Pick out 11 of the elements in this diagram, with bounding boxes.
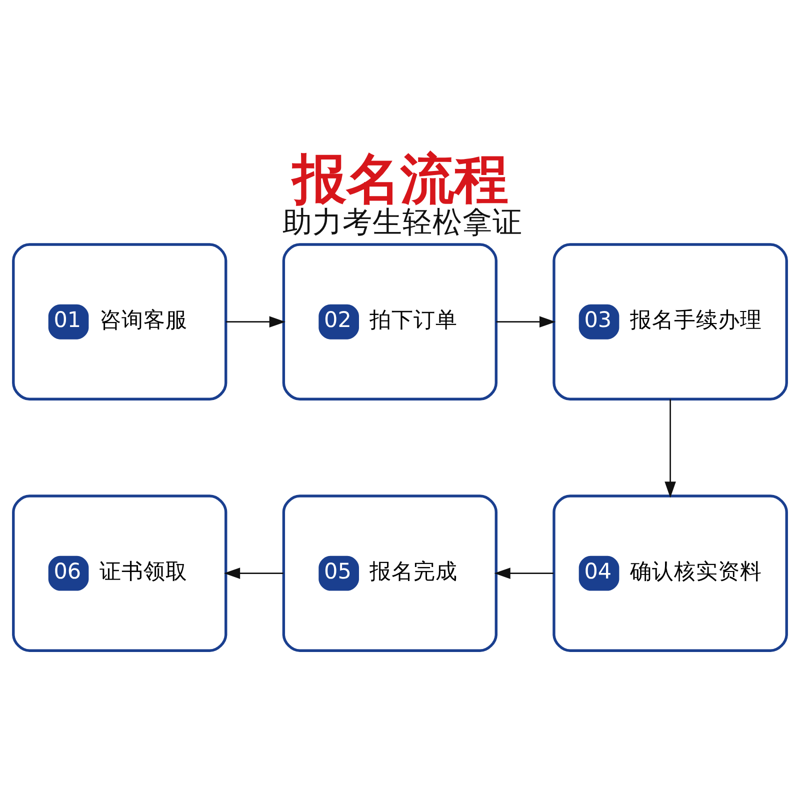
node-box: 01 咨询客服 [12,242,228,400]
arrow [224,567,284,578]
node-box: 05 报名完成 [282,494,498,652]
arrow [496,316,556,327]
arrow [494,567,554,578]
arrow [226,316,286,327]
node-box: 04 确认核实资料 [552,494,788,652]
node-box: 02 拍下订单 [282,242,498,400]
node-box: 03 报名手续办理 [552,242,788,400]
arrow [664,398,676,498]
node-box: 06 证书领取 [12,494,228,652]
